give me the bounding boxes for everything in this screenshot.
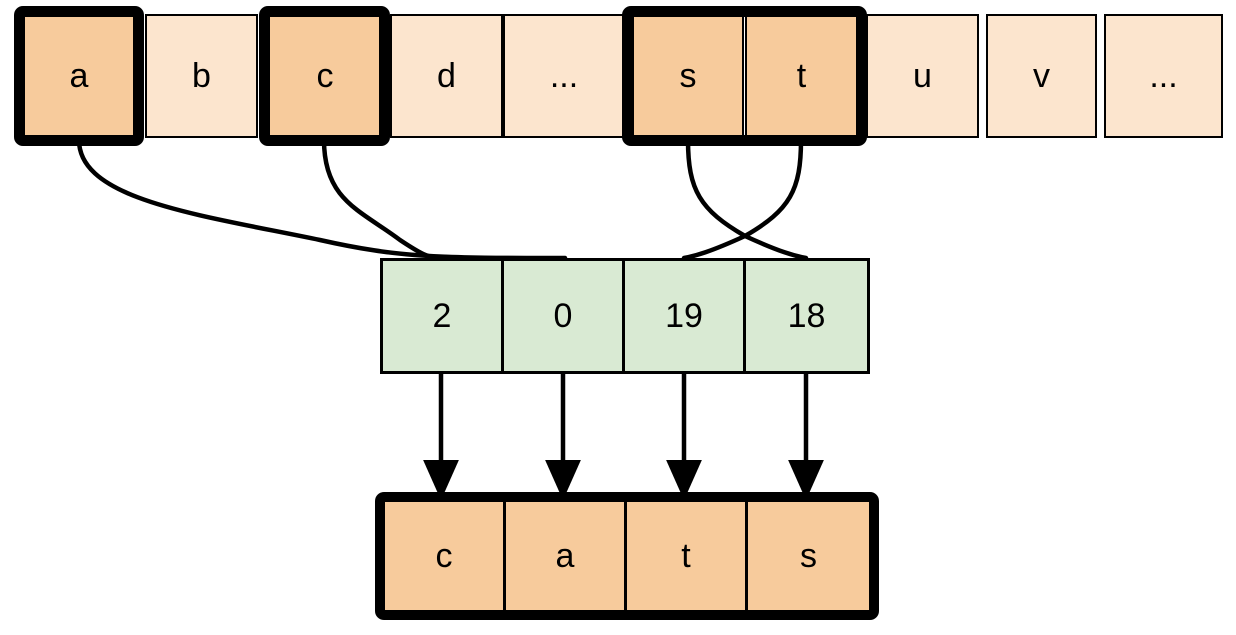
alphabet-cell-v[interactable]: v (986, 14, 1097, 138)
result-cell-t[interactable]: t (627, 502, 748, 610)
curve-a-to-index-1 (76, 137, 568, 261)
alphabet-cell-t[interactable]: t (745, 14, 858, 138)
alphabet-cell-ellipsis-9[interactable]: ... (1104, 14, 1223, 138)
alphabet-cell-u[interactable]: u (866, 14, 979, 138)
index-cell-1[interactable]: 0 (504, 261, 625, 371)
index-cell-3[interactable]: 18 (746, 261, 867, 371)
curve-c-to-index-0 (321, 137, 444, 261)
index-cell-0[interactable]: 2 (383, 261, 504, 371)
alphabet-cell-a[interactable]: a (22, 14, 136, 138)
result-cell-a[interactable]: a (506, 502, 627, 610)
alphabet-cell-d[interactable]: d (390, 14, 503, 138)
result-cell-s[interactable]: s (748, 502, 869, 610)
index-cell-2[interactable]: 19 (625, 261, 746, 371)
alphabet-cell-b[interactable]: b (145, 14, 258, 138)
curve-t-to-index-2 (681, 137, 804, 261)
curve-s-to-index-3 (685, 137, 809, 261)
result-cell-c[interactable]: c (385, 502, 506, 610)
alphabet-cell-s[interactable]: s (632, 14, 744, 138)
alphabet-cell-ellipsis-4[interactable]: ... (503, 14, 625, 138)
alphabet-cell-c[interactable]: c (268, 14, 382, 138)
